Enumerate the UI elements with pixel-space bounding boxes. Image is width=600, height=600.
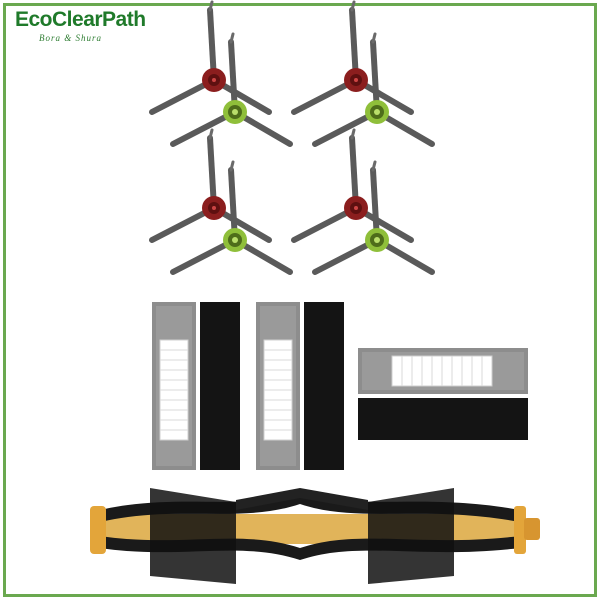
hepa-filter-with-sponge: [358, 348, 528, 440]
hepa-filter-with-sponge: [151, 301, 241, 471]
brand-tagline: Bora & Shura: [39, 33, 103, 43]
hepa-filter-with-sponge: [255, 301, 345, 471]
side-brush: [152, 2, 269, 112]
brand-name: EcoClearPath: [15, 8, 146, 31]
side-brush: [315, 162, 432, 272]
side-brush: [294, 130, 411, 240]
side-brush: [152, 130, 269, 240]
side-brush: [173, 162, 290, 272]
side-brush: [294, 2, 411, 112]
brand-logo: EcoClearPath Bora & Shura: [15, 8, 146, 44]
brush-end-cap: [90, 506, 106, 554]
brush-end-cap: [514, 506, 526, 554]
side-brush: [315, 34, 432, 144]
side-brush: [173, 34, 290, 144]
main-roller-brush: [90, 488, 540, 584]
side-brush-set: [152, 2, 432, 272]
filter-set: [151, 301, 528, 471]
